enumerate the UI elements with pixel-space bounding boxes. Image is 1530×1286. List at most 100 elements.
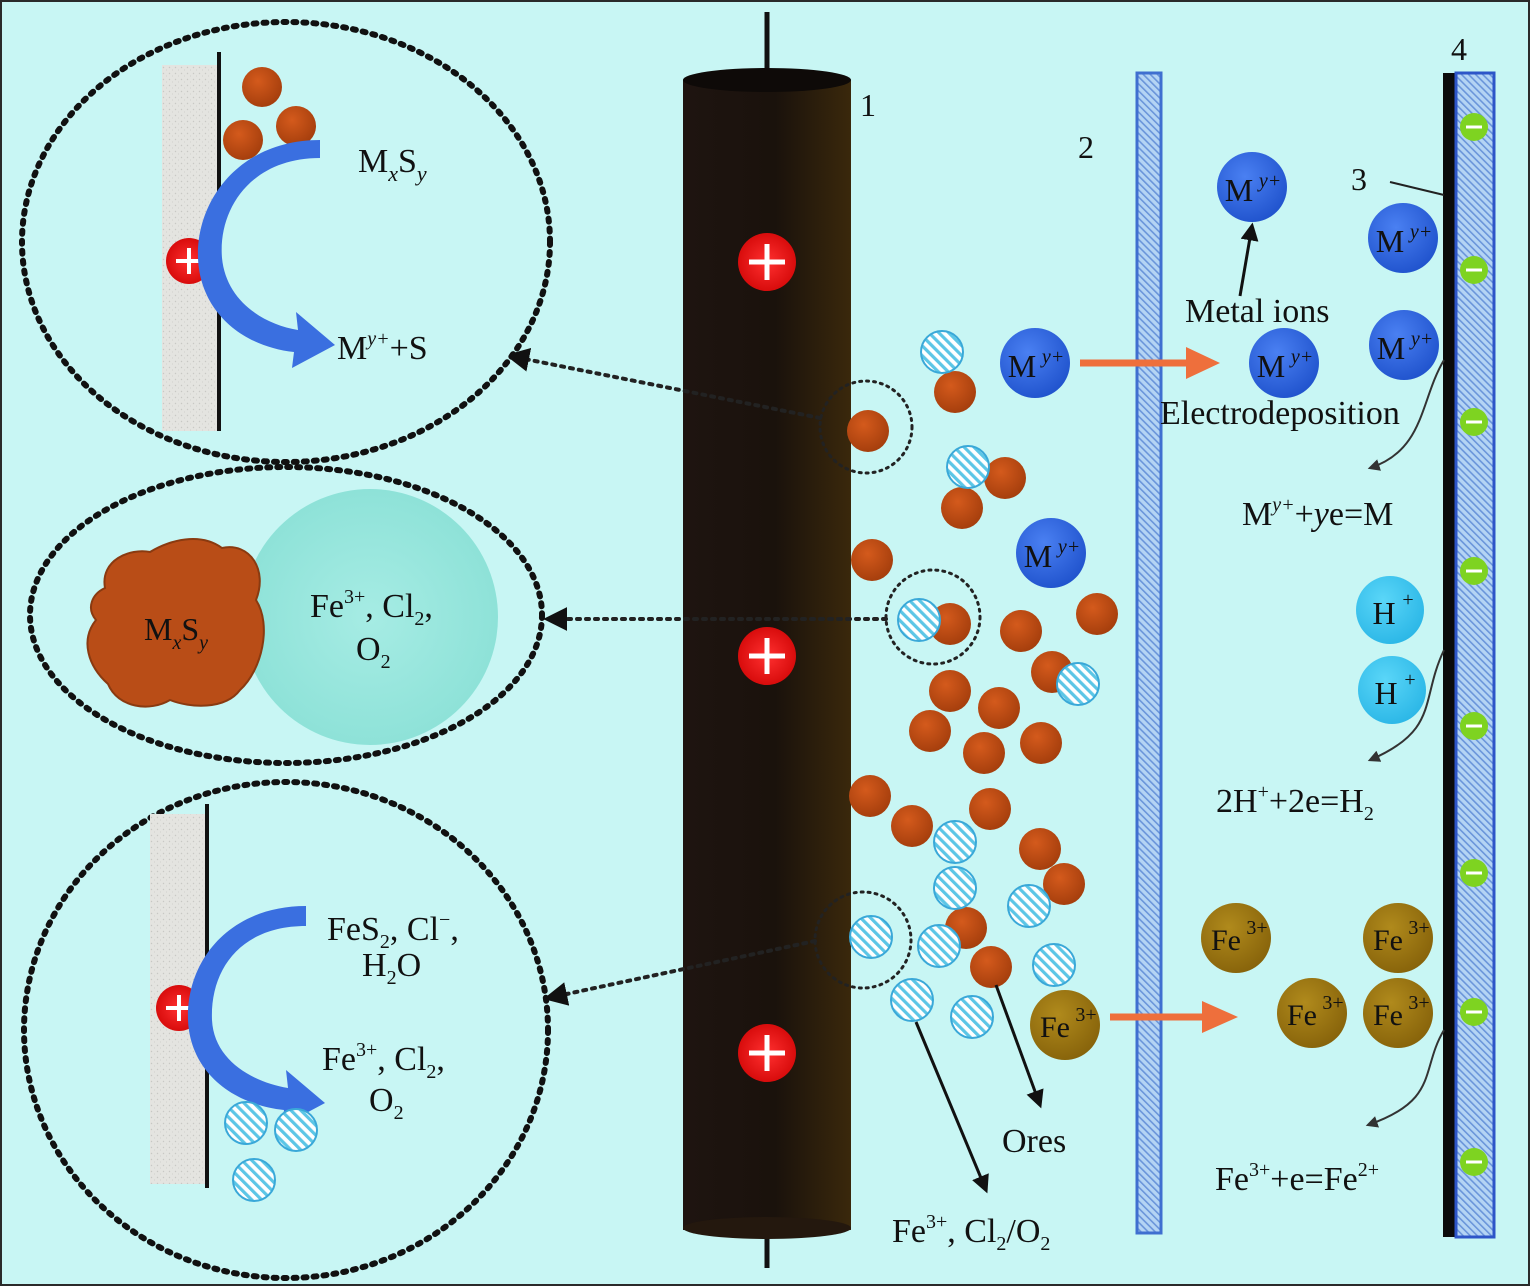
- inset-top: MxSy My++S: [19, 19, 553, 465]
- zoom-circle-top: [818, 379, 914, 475]
- oxidant-bubble: [933, 866, 977, 910]
- svg-text:y+: y+: [1409, 328, 1433, 350]
- zoom-circle-bottom: [813, 890, 913, 990]
- svg-text:3+: 3+: [1408, 992, 1429, 1014]
- svg-text:Fe: Fe: [1373, 999, 1403, 1032]
- inset-top-product: My++S: [337, 328, 428, 367]
- ore-particle: [847, 410, 889, 452]
- inset-top-reactant: MxSy: [358, 143, 427, 186]
- inset-bottom-product-1: Fe3+, Cl2,: [322, 1039, 445, 1083]
- iron-ion: Fe 3+: [1030, 990, 1100, 1060]
- oxidant-bubble: [1007, 884, 1051, 928]
- ores-label: Ores: [1002, 1123, 1066, 1160]
- ore-particle: [1076, 593, 1118, 635]
- iron-ion: Fe 3+: [1201, 903, 1271, 973]
- svg-text:3+: 3+: [1322, 992, 1343, 1014]
- ore-particle: [934, 371, 976, 413]
- svg-text:y+: y+: [1056, 536, 1080, 558]
- svg-text:H: H: [1372, 595, 1395, 631]
- oxidant-bubble: [274, 1108, 318, 1152]
- connector-bottom: [543, 939, 817, 1006]
- metal-migration-arrow: [1080, 347, 1220, 379]
- ore-particle: [929, 670, 971, 712]
- ore-particle: [1043, 863, 1085, 905]
- reaction-iron-reduction: Fe3++e=Fe2+: [1215, 1159, 1379, 1198]
- reaction-arrow: [197, 140, 335, 368]
- inset-middle-line2: O2: [356, 631, 391, 673]
- cathode-plate: [1443, 71, 1496, 1239]
- metal-ion: M y+: [1368, 203, 1438, 273]
- negative-charge-icon: [1460, 256, 1488, 284]
- svg-text:M: M: [1376, 223, 1404, 259]
- oxidant-bubble: [950, 995, 994, 1039]
- inset-bottom: FeS2, Cl−, H2O Fe3+, Cl2, O2: [21, 779, 551, 1281]
- membrane: [1135, 71, 1163, 1235]
- oxidant-bubble: [1032, 943, 1076, 987]
- svg-text:+: +: [1402, 589, 1413, 611]
- negative-charge-icon: [1460, 859, 1488, 887]
- svg-text:M: M: [1257, 348, 1285, 384]
- oxidant-bubble: [1056, 662, 1100, 706]
- inset-middle-particle: MxSy: [144, 611, 208, 654]
- ore-particles: [847, 371, 1118, 988]
- metal-ion: M y+: [1016, 518, 1086, 588]
- oxidant-bubble: [232, 1158, 276, 1202]
- negative-charge-icon: [1460, 1148, 1488, 1176]
- metal-ion: M y+: [1217, 152, 1287, 222]
- oxidant-bubble: [917, 924, 961, 968]
- svg-text:y+: y+: [1408, 221, 1432, 243]
- reaction-hydrogen-evolution: 2H++2e=H2: [1216, 781, 1374, 825]
- svg-text:Fe: Fe: [1373, 924, 1403, 957]
- iron-ion: Fe 3+: [1363, 978, 1433, 1048]
- metal-ion: M y+: [1249, 328, 1319, 398]
- reduction-arrow-iron: [1365, 1029, 1445, 1128]
- negative-charge-icon: [1460, 998, 1488, 1026]
- reaction-arrow: [187, 906, 325, 1126]
- oxidant-bubble: [946, 445, 990, 489]
- ore-particle: [978, 687, 1020, 729]
- ore-particle: [970, 946, 1012, 988]
- negative-charge-icon: [1460, 557, 1488, 585]
- ore-particle: [969, 788, 1011, 830]
- svg-text:+: +: [1404, 669, 1415, 691]
- oxidant-bubble: [890, 978, 934, 1022]
- svg-text:M: M: [1225, 172, 1253, 208]
- svg-text:y+: y+: [1040, 346, 1064, 368]
- ore-particle: [1000, 610, 1042, 652]
- oxidant-cloud: [242, 489, 498, 745]
- inset-middle: MxSy Fe3+, Cl2, O2: [27, 464, 545, 766]
- connector-top: [505, 347, 822, 420]
- oxidant-bubble: [933, 820, 977, 864]
- metal-ion: M y+: [1000, 328, 1070, 398]
- ores-arrow: [994, 984, 1044, 1109]
- ore-particle: [1020, 722, 1062, 764]
- negative-charge-icon: [1460, 712, 1488, 740]
- svg-text:M: M: [1008, 348, 1036, 384]
- ore-chunk: [86, 538, 265, 708]
- oxidant-bubbles: [849, 330, 1100, 1039]
- oxidant-bubble: [920, 330, 964, 374]
- svg-text:3+: 3+: [1246, 917, 1267, 939]
- proton: H +: [1358, 656, 1426, 724]
- oxidant-bubble: [849, 915, 893, 959]
- ore-particle: [941, 487, 983, 529]
- positive-charge-icon: [738, 233, 796, 291]
- metal-ions-label: Metal ions: [1185, 293, 1329, 330]
- label-2: 2: [1078, 129, 1094, 165]
- ore-particle: [851, 539, 893, 581]
- electrodeposition-label: Electrodeposition: [1160, 395, 1400, 432]
- positive-charge-icon: [738, 627, 796, 685]
- oxidant-products-label: Fe3+, Cl2/O2: [892, 1211, 1050, 1255]
- svg-text:H: H: [1374, 675, 1397, 711]
- svg-text:y+: y+: [1257, 170, 1281, 192]
- negative-charge-icon: [1460, 408, 1488, 436]
- label-4: 4: [1451, 31, 1467, 67]
- ore-particle: [963, 732, 1005, 774]
- label-3-leader: [1389, 181, 1445, 196]
- svg-text:Fe: Fe: [1211, 924, 1241, 957]
- ore-particle: [909, 710, 951, 752]
- oxidant-bubble: [224, 1101, 268, 1145]
- iron-ion: Fe 3+: [1363, 903, 1433, 973]
- reduction-arrow-metal: [1367, 359, 1445, 471]
